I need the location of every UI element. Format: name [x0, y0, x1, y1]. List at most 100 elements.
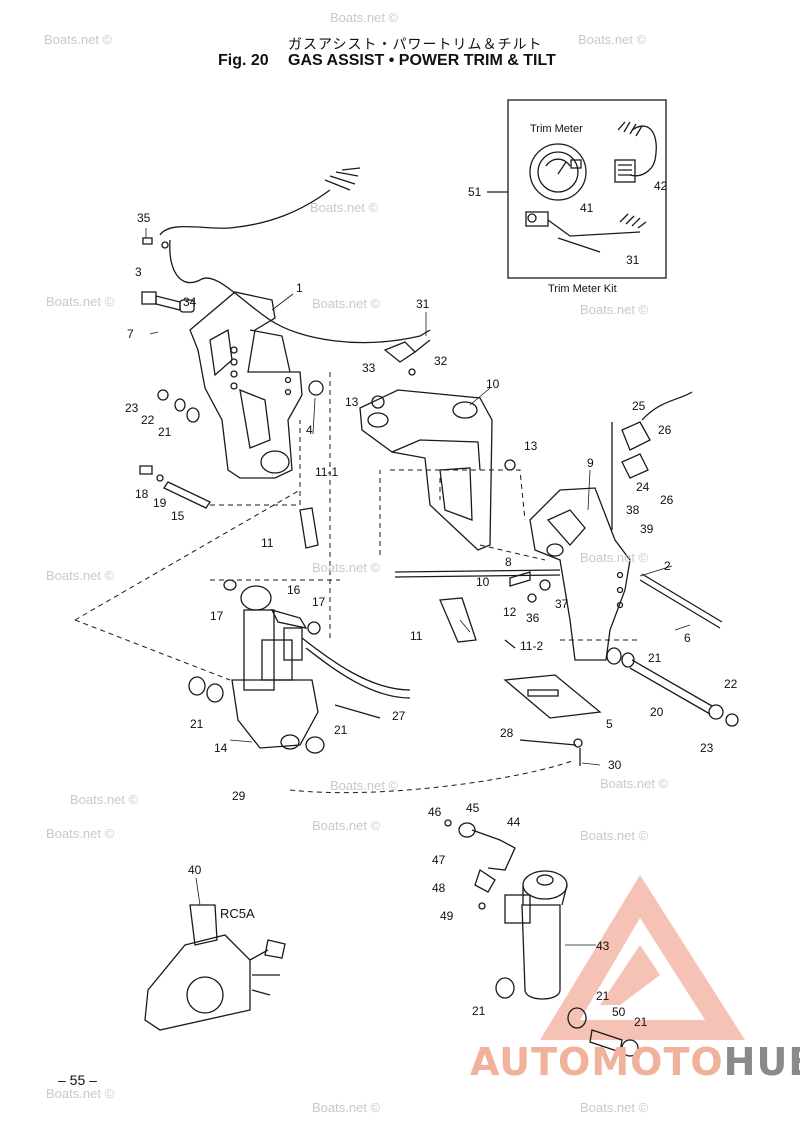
callout: 11	[410, 629, 423, 643]
callout: 45	[466, 801, 480, 815]
leader-lines	[145, 228, 691, 946]
watermark: Boats.net ©	[580, 302, 649, 317]
screw-35-icon	[142, 237, 169, 249]
callout: 24	[636, 480, 650, 494]
callout: 11-1	[315, 465, 338, 479]
watermark: Boats.net ©	[46, 826, 115, 841]
callout: 8	[505, 555, 512, 569]
bushing-13-icon	[371, 395, 385, 409]
callout-labels: 35 3 34 1 7 31 33 32 13 4 23 22 21 10 13…	[125, 211, 738, 1029]
bolt-3-icon	[141, 291, 195, 313]
callout: 30	[608, 758, 622, 772]
tilt-pin-20-icon	[629, 659, 739, 727]
callout: 15	[171, 509, 185, 523]
callout: 11	[261, 536, 274, 550]
callout: 38	[626, 503, 640, 517]
bushing-4-icon	[308, 380, 324, 396]
callout: 23	[125, 401, 139, 415]
trim-sender-icon	[525, 211, 647, 253]
callout: 20	[650, 705, 664, 719]
callout: 26	[658, 423, 672, 437]
callout: 4	[306, 423, 313, 437]
bolt-15-icon	[139, 465, 211, 509]
remote-model-label: RC5A	[220, 906, 255, 921]
watermark: Boats.net ©	[330, 778, 399, 793]
callout: 23	[700, 741, 714, 755]
page-number: – 55 –	[58, 1072, 97, 1088]
callout: 43	[596, 939, 610, 953]
trim-cylinder-14-icon	[231, 585, 319, 750]
plate-5-icon	[503, 674, 602, 719]
swivel-bracket-10-icon	[359, 389, 493, 551]
callout: 29	[232, 789, 246, 803]
callout: 37	[555, 597, 569, 611]
figure-number: Fig. 20	[218, 52, 269, 69]
logo-text-part2: HUB	[723, 1040, 800, 1084]
hose-27-icon	[301, 637, 411, 719]
watermark: Boats.net ©	[46, 294, 115, 309]
watermark: Boats.net ©	[312, 818, 381, 833]
callout: 17	[210, 609, 224, 623]
callout: 31	[626, 253, 640, 267]
hose-16-icon	[270, 608, 321, 635]
clamp-bracket-right-icon	[529, 487, 631, 661]
callout: 13	[345, 395, 359, 409]
bushings-21-left-icon	[188, 676, 325, 754]
callout: 1	[296, 281, 303, 295]
bracket-44-icon	[444, 819, 516, 910]
callout: 14	[214, 741, 228, 755]
bracket-25-icon	[611, 391, 693, 530]
bushing-13b-icon	[504, 459, 516, 471]
watermark: Boats.net ©	[580, 828, 649, 843]
callout: 33	[362, 361, 376, 375]
callout: 16	[287, 583, 301, 597]
callout: 39	[640, 522, 654, 536]
watermark: Boats.net ©	[310, 200, 379, 215]
pin-50-icon	[589, 1029, 639, 1057]
callout: 10	[476, 575, 490, 589]
watermark: Boats.net ©	[580, 1100, 649, 1115]
callout: 5	[606, 717, 613, 731]
callout: 25	[632, 399, 646, 413]
wiring-harness-31-icon	[159, 167, 431, 344]
callout: 31	[416, 297, 430, 311]
assembly-lines	[74, 372, 640, 794]
callout: 21	[190, 717, 204, 731]
watermark: Boats.net ©	[600, 776, 669, 791]
harness-42-icon	[614, 121, 657, 183]
logo-triangle-icon	[540, 875, 745, 1040]
callout: 10	[486, 377, 500, 391]
watermark: Boats.net ©	[46, 1086, 115, 1101]
callout: 27	[392, 709, 406, 723]
callout: 22	[141, 413, 155, 427]
callout: 2	[664, 559, 671, 573]
callout: 41	[580, 201, 594, 215]
bushing-17-icon	[223, 579, 237, 591]
callout: 21	[334, 723, 348, 737]
trim-meter-gauge-icon	[529, 143, 587, 201]
callout: 17	[312, 595, 326, 609]
trim-meter-kit-label: Trim Meter Kit	[548, 283, 617, 295]
callout: 21	[472, 1004, 486, 1018]
watermark: Boats.net ©	[330, 10, 399, 25]
trim-meter-kit-box	[507, 99, 667, 279]
callout: 51	[468, 185, 482, 199]
remote-control-icon	[144, 904, 286, 1031]
watermark: Boats.net ©	[312, 1100, 381, 1115]
callout: 21	[596, 989, 610, 1003]
trim-sensor-32-icon	[383, 339, 431, 376]
callout: 22	[724, 677, 738, 691]
callout: 3	[135, 265, 142, 279]
page-title: GAS ASSIST • POWER TRIM & TILT	[288, 52, 556, 69]
bolt-8-icon	[509, 571, 551, 603]
callout: 49	[440, 909, 454, 923]
trim-meter-label: Trim Meter	[530, 123, 583, 135]
callout: 12	[503, 605, 517, 619]
callout: 19	[153, 496, 167, 510]
bushings-21-bottom-icon	[495, 977, 587, 1029]
watermark: Boats.net ©	[70, 792, 139, 807]
washers-22-23-icon	[157, 389, 200, 423]
brand-logo: AUTOMOTOHUB	[470, 1040, 800, 1084]
callout: 50	[612, 1005, 626, 1019]
